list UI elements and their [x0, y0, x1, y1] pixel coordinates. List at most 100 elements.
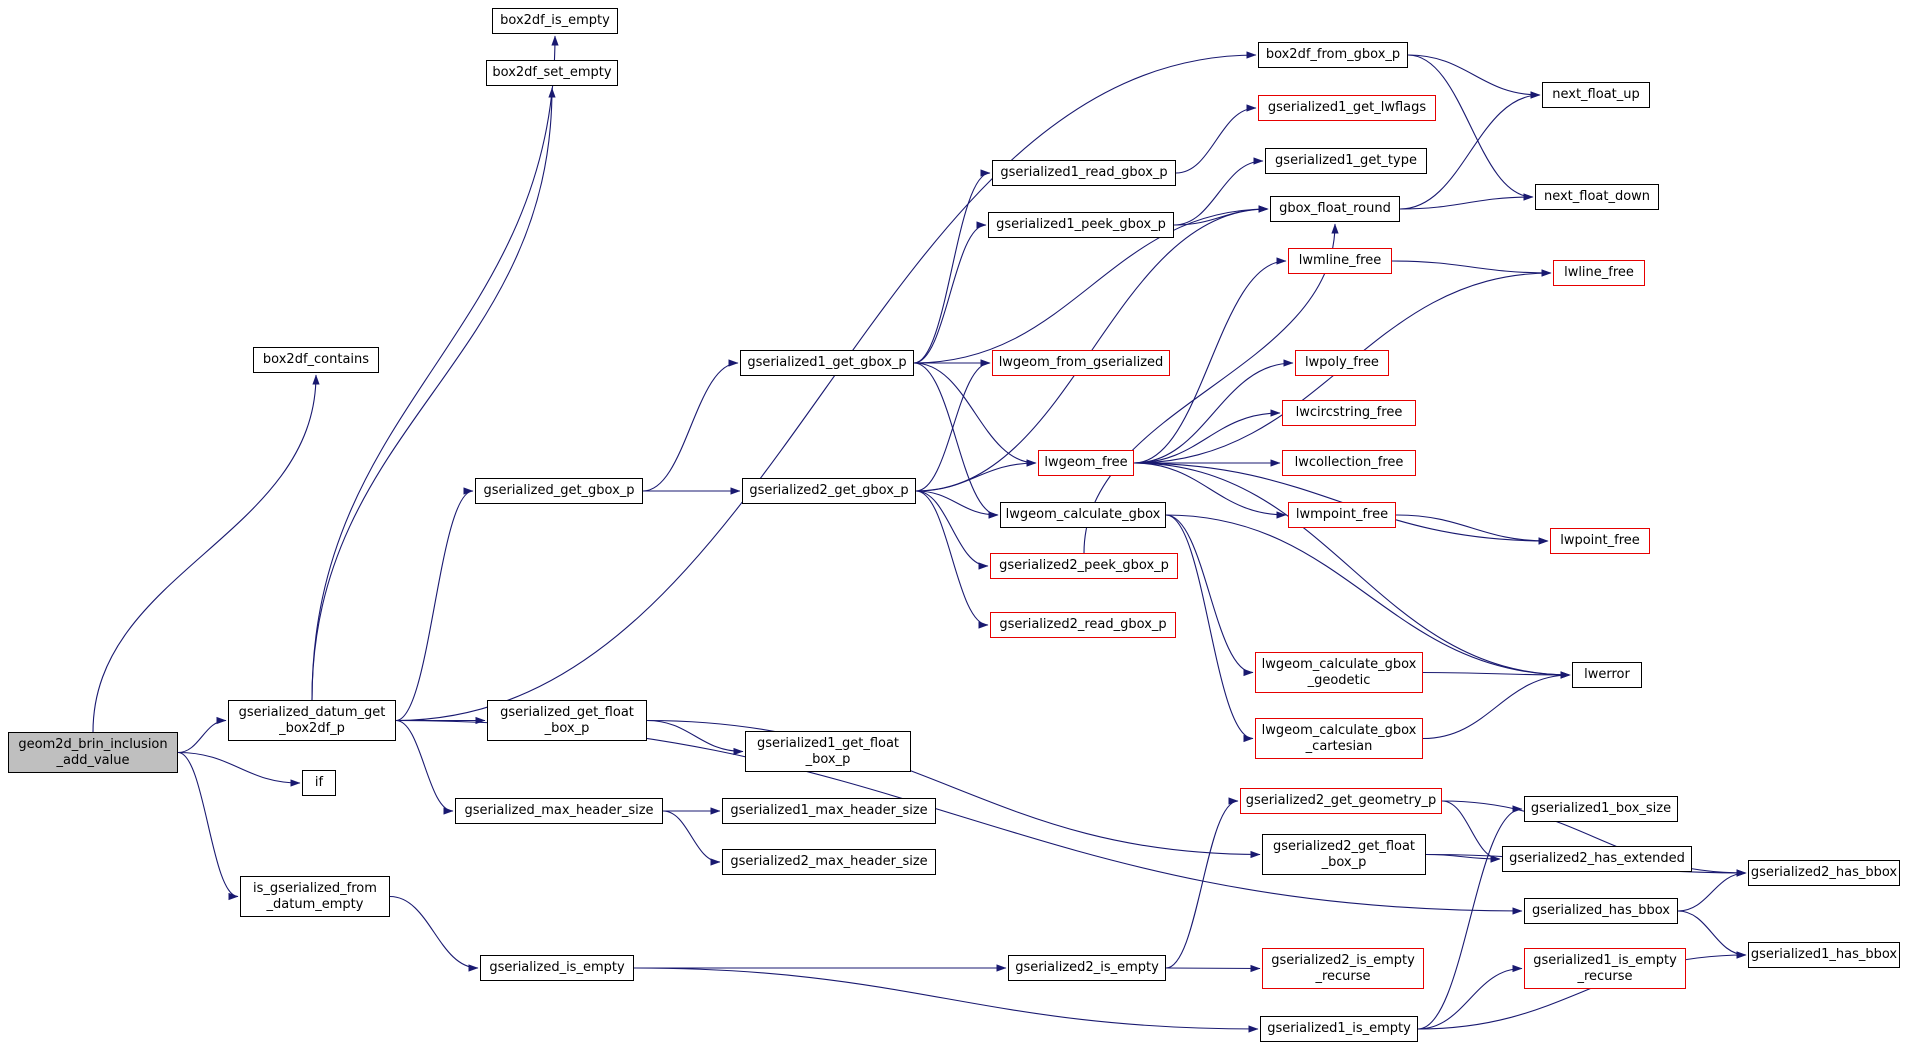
call-edge-gserialized2_is_empty--gserialized2_get_geometry_p — [1165, 797, 1239, 969]
call-edge-gserialized2_get_gbox_p--gserialized2_peek_gbox_p — [915, 490, 989, 570]
graph-node-lwgeom_calculate_gbox_geodetic[interactable]: lwgeom_calculate_gbox_geodetic — [1255, 652, 1423, 693]
call-edge-lwgeom_free--lwmline_free — [1133, 257, 1287, 464]
graph-node-lwgeom_free[interactable]: lwgeom_free — [1038, 450, 1134, 476]
graph-node-label: gserialized_max_header_size — [464, 803, 654, 819]
graph-node-label: lwmline_free — [1298, 253, 1382, 269]
graph-node-gserialized1_box_size[interactable]: gserialized1_box_size — [1524, 796, 1678, 822]
graph-node-label: gserialized2_read_gbox_p — [999, 617, 1167, 633]
graph-node-label: _box2df_p — [279, 720, 345, 736]
call-edge-lwmline_free--lwline_free — [1391, 260, 1552, 277]
call-edge-gserialized1_is_empty--gserialized1_has_bbox — [1417, 951, 1747, 1030]
graph-node-label: lwerror — [1584, 667, 1630, 683]
graph-node-lwcollection_free[interactable]: lwcollection_free — [1282, 450, 1416, 476]
graph-node-label: _cartesian — [1305, 738, 1373, 754]
graph-node-label: gserialized2_is_empty — [1015, 960, 1159, 976]
call-edge-gserialized2_get_geometry_p--gserialized2_has_bbox — [1441, 800, 1747, 877]
graph-node-gserialized2_get_geometry_p[interactable]: gserialized2_get_geometry_p — [1240, 788, 1442, 814]
call-edge-gserialized1_is_empty--gserialized1_box_size — [1417, 805, 1523, 1030]
graph-node-gserialized2_has_extended[interactable]: gserialized2_has_extended — [1502, 846, 1692, 872]
graph-node-is_gserialized_from_datum_empty[interactable]: is_gserialized_from_datum_empty — [240, 876, 390, 917]
graph-node-label: lwpoint_free — [1560, 533, 1640, 549]
graph-node-box2df_is_empty[interactable]: box2df_is_empty — [492, 8, 618, 34]
graph-node-label: gserialized2_is_empty — [1271, 952, 1415, 968]
graph-node-gserialized_get_float_box_p[interactable]: gserialized_get_float_box_p — [487, 700, 647, 741]
graph-node-gserialized1_get_lwflags[interactable]: gserialized1_get_lwflags — [1258, 95, 1436, 121]
graph-node-next_float_up[interactable]: next_float_up — [1542, 82, 1650, 108]
graph-node-gserialized1_has_bbox[interactable]: gserialized1_has_bbox — [1748, 942, 1900, 968]
graph-node-next_float_down[interactable]: next_float_down — [1535, 184, 1659, 210]
graph-node-label: gserialized2_get_float — [1272, 838, 1416, 854]
graph-node-label: if — [314, 775, 324, 791]
graph-node-label: gserialized2_has_extended — [1509, 851, 1685, 867]
graph-node-label: box2df_contains — [262, 352, 370, 368]
graph-node-label: gserialized_get_gbox_p — [483, 483, 635, 499]
call-edge-lwgeom_calculate_gbox_geodetic--lwerror — [1422, 671, 1571, 679]
graph-node-gserialized2_has_bbox[interactable]: gserialized2_has_bbox — [1748, 860, 1900, 886]
graph-node-label: gserialized1_get_gbox_p — [747, 355, 907, 371]
graph-node-label: next_float_up — [1552, 87, 1640, 103]
graph-node-gserialized1_peek_gbox_p[interactable]: gserialized1_peek_gbox_p — [988, 212, 1174, 238]
graph-node-lwline_free[interactable]: lwline_free — [1553, 260, 1645, 286]
call-edge-geom2d_brin_inclusion_add_value--is_gserialized_from_datum_empty — [177, 751, 239, 901]
graph-node-gserialized1_is_empty_recurse[interactable]: gserialized1_is_empty_recurse — [1524, 948, 1686, 989]
graph-node-box2df_from_gbox_p[interactable]: box2df_from_gbox_p — [1258, 42, 1408, 68]
graph-node-gserialized1_get_gbox_p[interactable]: gserialized1_get_gbox_p — [740, 350, 914, 376]
graph-node-lwmpoint_free[interactable]: lwmpoint_free — [1288, 502, 1396, 528]
graph-node-gserialized2_get_float_box_p[interactable]: gserialized2_get_float_box_p — [1262, 834, 1426, 875]
call-edge-gserialized1_get_gbox_p--gserialized1_read_gbox_p — [913, 169, 991, 364]
graph-node-gserialized_max_header_size[interactable]: gserialized_max_header_size — [455, 798, 663, 824]
graph-node-gserialized2_get_gbox_p[interactable]: gserialized2_get_gbox_p — [742, 478, 916, 504]
graph-node-gserialized_has_bbox[interactable]: gserialized_has_bbox — [1524, 898, 1678, 924]
graph-node-gserialized_get_gbox_p[interactable]: gserialized_get_gbox_p — [475, 478, 643, 504]
graph-node-label: gserialized2_get_gbox_p — [749, 483, 909, 499]
graph-node-label: lwcollection_free — [1294, 455, 1404, 471]
graph-node-gserialized_is_empty[interactable]: gserialized_is_empty — [480, 955, 634, 981]
graph-node-lwgeom_calculate_gbox_cartesian[interactable]: lwgeom_calculate_gbox_cartesian — [1255, 718, 1423, 759]
graph-node-label: gserialized1_has_bbox — [1750, 947, 1898, 963]
graph-node-label: is_gserialized_from — [253, 880, 377, 896]
graph-node-label: _box_p — [805, 751, 851, 767]
call-edge-gserialized1_get_gbox_p--gserialized1_peek_gbox_p — [913, 221, 987, 364]
graph-node-gserialized1_max_header_size[interactable]: gserialized1_max_header_size — [722, 798, 936, 824]
call-edge-lwgeom_free--lwcircstring_free — [1133, 409, 1281, 464]
call-edge-lwgeom_calculate_gbox--lwerror — [1165, 514, 1571, 679]
graph-node-box2df_contains[interactable]: box2df_contains — [253, 347, 379, 373]
graph-node-gbox_float_round[interactable]: gbox_float_round — [1270, 196, 1400, 222]
graph-node-gserialized1_read_gbox_p[interactable]: gserialized1_read_gbox_p — [992, 160, 1176, 186]
call-edge-gserialized1_get_gbox_p--lwgeom_free — [913, 362, 1037, 467]
graph-node-geom2d_brin_inclusion_add_value[interactable]: geom2d_brin_inclusion_add_value — [8, 732, 178, 773]
graph-node-box2df_set_empty[interactable]: box2df_set_empty — [486, 60, 618, 86]
graph-node-lwerror[interactable]: lwerror — [1572, 662, 1642, 688]
call-edge-gserialized_get_gbox_p--gserialized1_get_gbox_p — [642, 359, 739, 492]
graph-node-gserialized2_peek_gbox_p[interactable]: gserialized2_peek_gbox_p — [990, 553, 1178, 579]
call-edge-gserialized1_peek_gbox_p--gbox_float_round — [1173, 205, 1269, 226]
graph-node-label: box2df_from_gbox_p — [1265, 47, 1401, 63]
graph-node-gserialized1_get_type[interactable]: gserialized1_get_type — [1265, 148, 1427, 174]
call-edge-gserialized1_read_gbox_p--gserialized1_get_lwflags — [1175, 104, 1257, 174]
graph-node-gserialized_datum_get_box2df_p[interactable]: gserialized_datum_get_box2df_p — [228, 700, 396, 741]
graph-node-gserialized2_read_gbox_p[interactable]: gserialized2_read_gbox_p — [990, 612, 1176, 638]
call-edge-gserialized_is_empty--gserialized1_is_empty — [633, 967, 1259, 1033]
graph-node-gserialized1_get_float_box_p[interactable]: gserialized1_get_float_box_p — [745, 731, 911, 772]
graph-node-label: box2df_is_empty — [500, 13, 610, 29]
graph-node-lwpoly_free[interactable]: lwpoly_free — [1295, 350, 1389, 376]
graph-node-gserialized2_is_empty_recurse[interactable]: gserialized2_is_empty_recurse — [1262, 948, 1424, 989]
graph-node-label: gserialized2_get_geometry_p — [1245, 793, 1437, 809]
graph-node-label: gserialized_has_bbox — [1532, 903, 1670, 919]
graph-node-gserialized1_is_empty[interactable]: gserialized1_is_empty — [1260, 1016, 1418, 1042]
call-edge-gserialized1_get_gbox_p--gbox_float_round — [913, 205, 1269, 364]
graph-node-label: gserialized1_peek_gbox_p — [996, 217, 1166, 233]
graph-node-label: lwmpoint_free — [1295, 507, 1389, 523]
graph-node-gserialized2_max_header_size[interactable]: gserialized2_max_header_size — [722, 849, 936, 875]
graph-node-lwcircstring_free[interactable]: lwcircstring_free — [1282, 400, 1416, 426]
call-edge-gbox_float_round--next_float_down — [1399, 193, 1534, 210]
graph-node-lwgeom_calculate_gbox[interactable]: lwgeom_calculate_gbox — [1000, 502, 1166, 528]
graph-node-if[interactable]: if — [302, 770, 336, 796]
graph-node-gserialized2_is_empty[interactable]: gserialized2_is_empty — [1008, 955, 1166, 981]
graph-node-lwmline_free[interactable]: lwmline_free — [1288, 248, 1392, 274]
call-edge-gserialized_datum_get_box2df_p--box2df_is_empty — [311, 35, 559, 701]
graph-node-label: lwgeom_calculate_gbox — [1005, 507, 1161, 523]
graph-node-lwgeom_from_gserialized[interactable]: lwgeom_from_gserialized — [992, 350, 1170, 376]
graph-node-lwpoint_free[interactable]: lwpoint_free — [1550, 528, 1650, 554]
call-edge-lwgeom_free--lwpoly_free — [1133, 359, 1294, 464]
